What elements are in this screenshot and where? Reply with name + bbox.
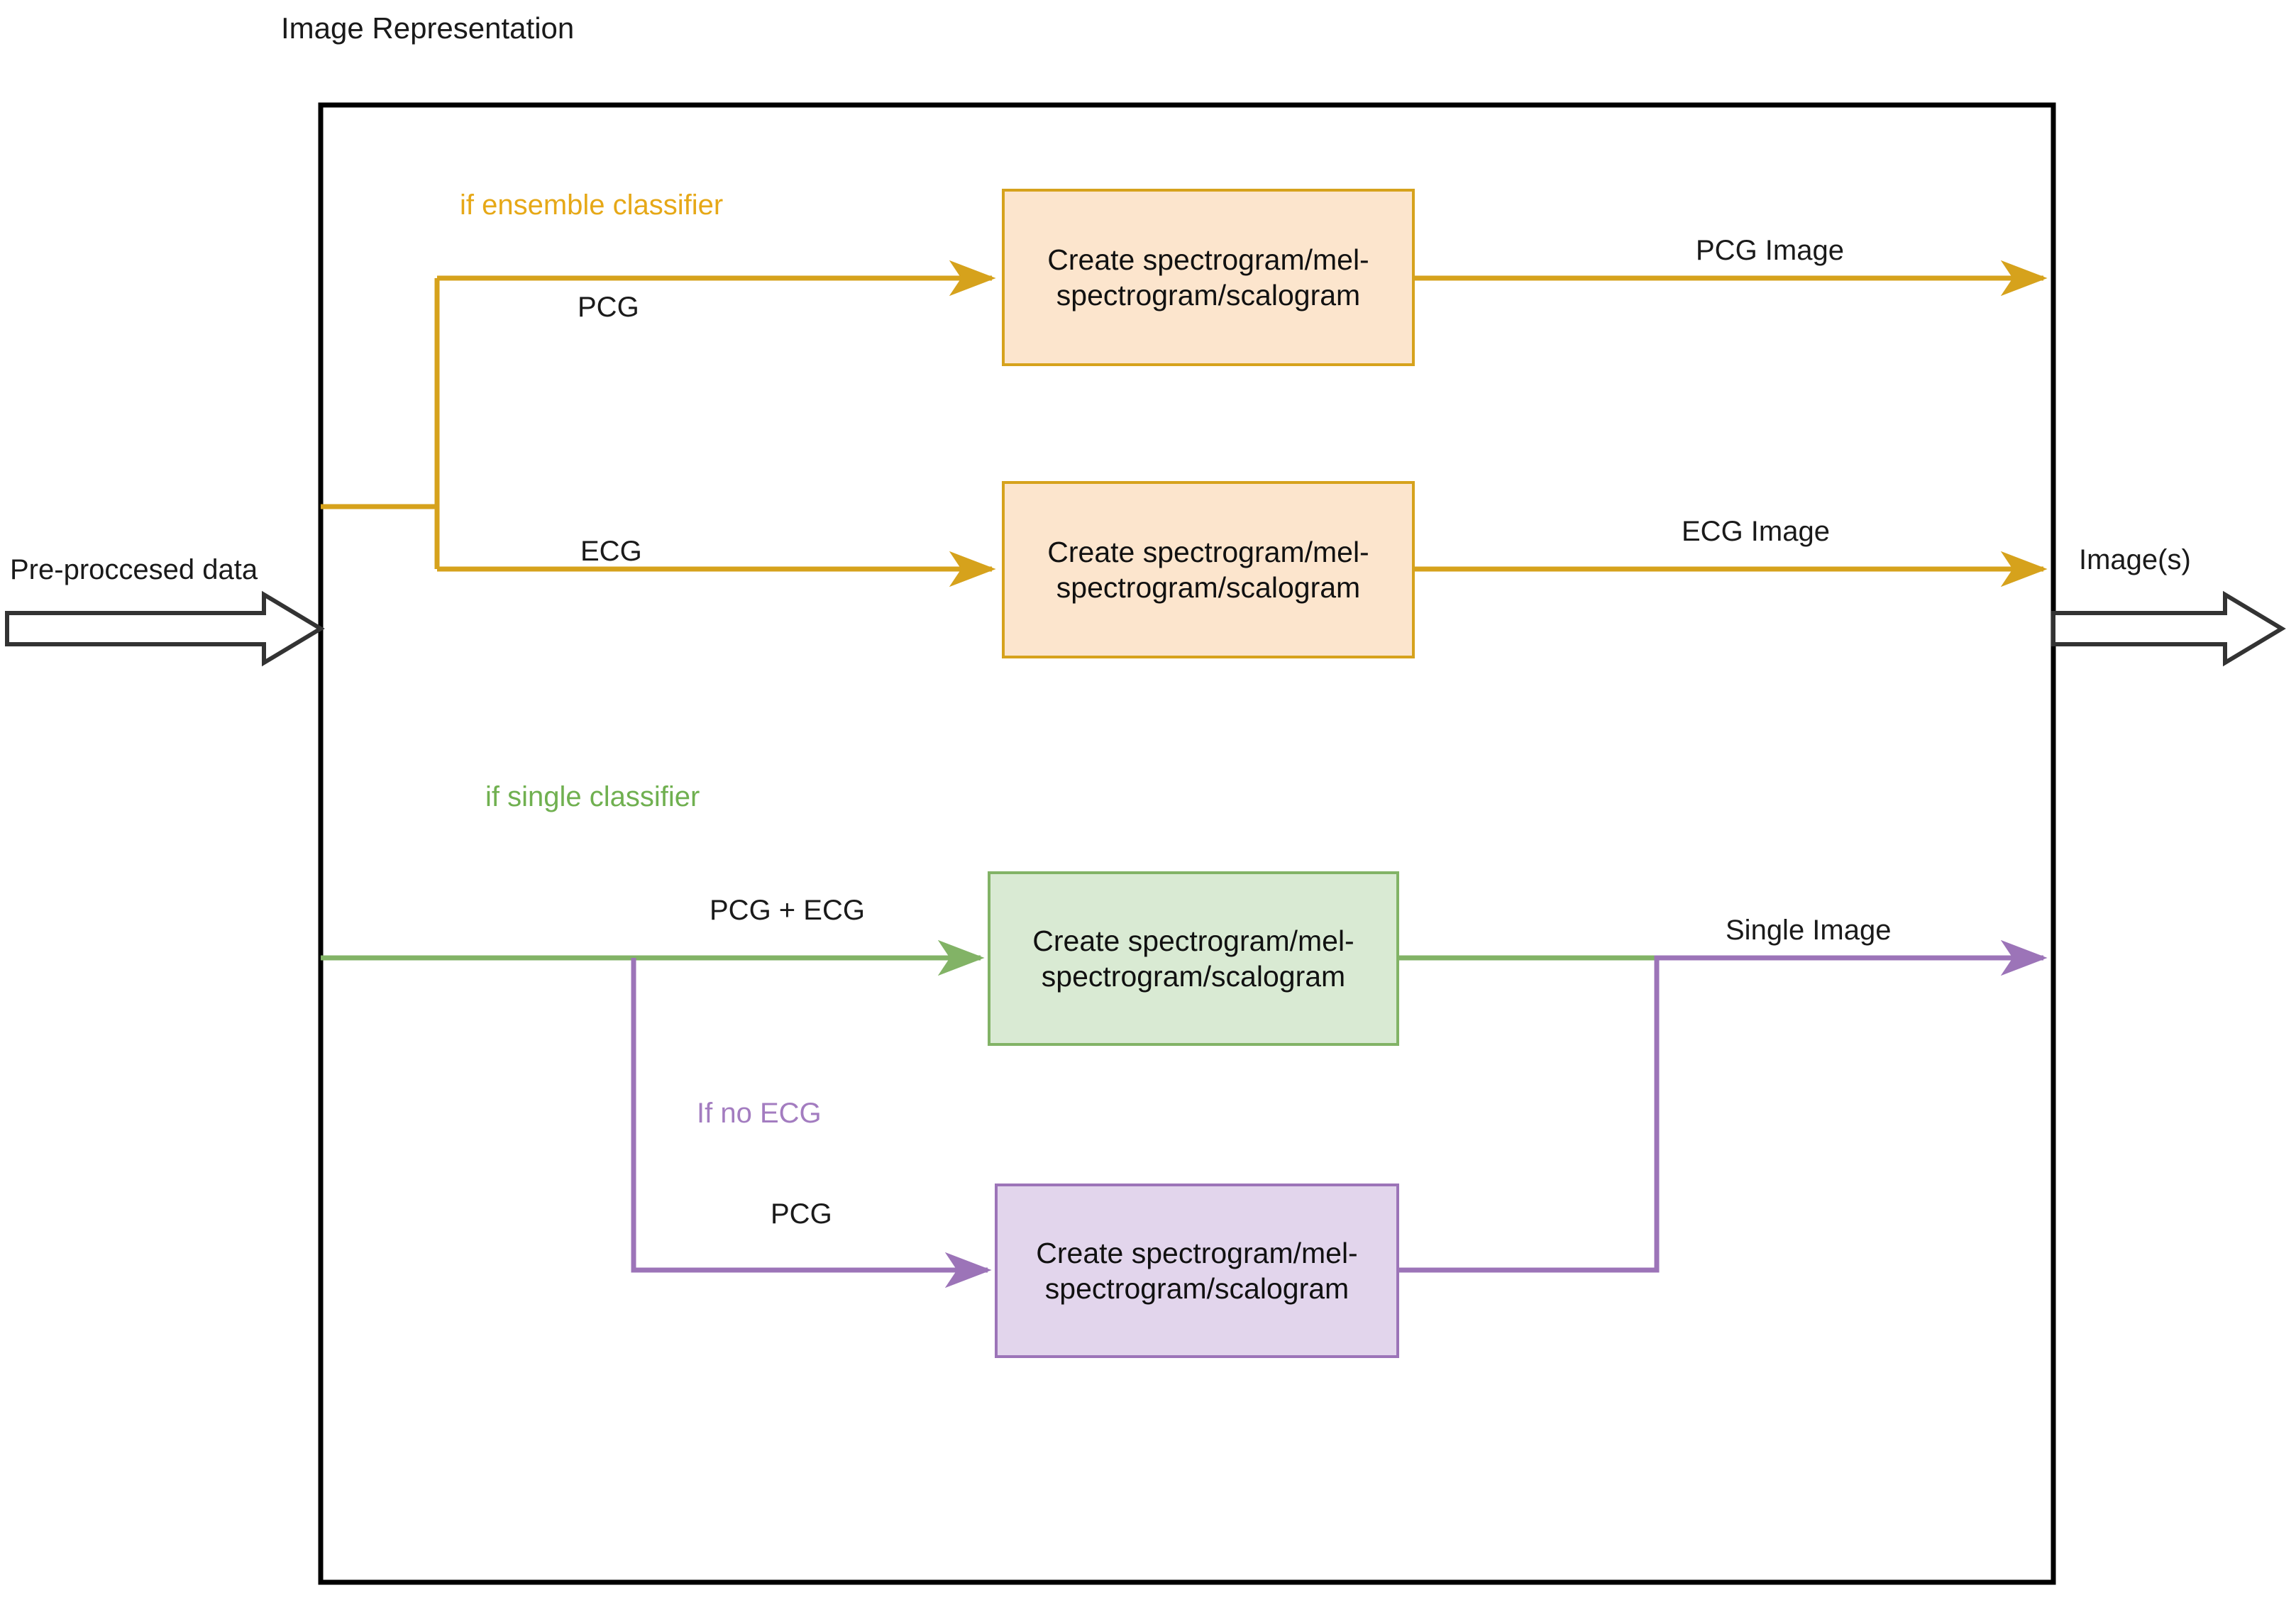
output-label-ecg-image: ECG Image	[1682, 516, 1830, 547]
process-box-ecg-spectrogram[interactable]: Create spectrogram/mel- spectrogram/scal…	[1002, 481, 1415, 658]
input-block-arrow	[5, 590, 325, 667]
container-frame	[318, 102, 2056, 1585]
input-label: Pre-proccesed data	[10, 554, 258, 585]
process-box-ecg-spectrogram-line2: spectrogram/scalogram	[1056, 571, 1361, 604]
condition-ensemble-label: if ensemble classifier	[460, 189, 724, 221]
branch-label-ecg-ensemble: ECG	[580, 536, 642, 567]
purple-drop-connector	[631, 958, 992, 1289]
output-label: Image(s)	[2079, 544, 2191, 575]
process-box-pcg-spectrogram-line2: spectrogram/scalogram	[1056, 279, 1361, 311]
output-block-arrow	[2051, 590, 2286, 667]
condition-single-label: if single classifier	[485, 781, 700, 812]
process-box-combined-spectrogram-line2: spectrogram/scalogram	[1041, 960, 1346, 993]
diagram-title: Image Representation	[281, 11, 575, 45]
process-box-pcg-spectrogram[interactable]: Create spectrogram/mel- spectrogram/scal…	[1002, 189, 1415, 366]
process-box-combined-spectrogram[interactable]: Create spectrogram/mel- spectrogram/scal…	[988, 871, 1399, 1046]
process-box-ecg-spectrogram-line1: Create spectrogram/mel-	[1047, 535, 1369, 568]
branch-label-pcg-plus-ecg: PCG + ECG	[710, 895, 865, 926]
branch-label-pcg-ensemble: PCG	[578, 292, 639, 323]
process-box-pcg-spectrogram-line1: Create spectrogram/mel-	[1047, 243, 1369, 276]
branch-label-pcg-single: PCG	[771, 1198, 832, 1230]
output-label-single-image: Single Image	[1726, 915, 1892, 946]
process-box-pcg-only-spectrogram-line2: spectrogram/scalogram	[1044, 1272, 1350, 1305]
process-box-pcg-only-spectrogram-line1: Create spectrogram/mel-	[1036, 1236, 1358, 1269]
condition-no-ecg-label: If no ECG	[697, 1098, 822, 1129]
purple-return-connector	[1392, 939, 2048, 1273]
process-box-combined-spectrogram-line1: Create spectrogram/mel-	[1032, 924, 1354, 957]
process-box-pcg-only-spectrogram[interactable]: Create spectrogram/mel- spectrogram/scal…	[995, 1184, 1399, 1358]
output-label-pcg-image: PCG Image	[1696, 235, 1844, 266]
